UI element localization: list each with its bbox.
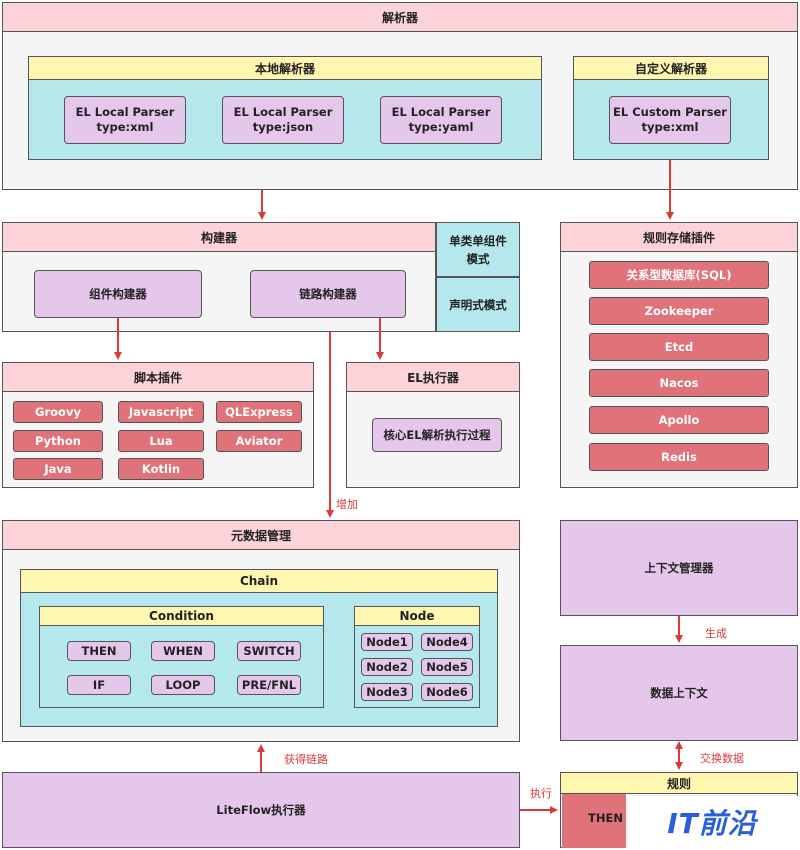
rule-then-text: THEN bbox=[588, 811, 623, 825]
metadata-title: 元数据管理 bbox=[2, 520, 520, 550]
condition-pre-fnl: PRE/FNL bbox=[237, 675, 301, 695]
node-2: Node2 bbox=[361, 658, 413, 676]
label-generate: 生成 bbox=[705, 627, 727, 640]
storage-sql: 关系型数据库(SQL) bbox=[589, 261, 769, 289]
label-add: 增加 bbox=[336, 498, 358, 511]
storage-zookeeper: Zookeeper bbox=[589, 297, 769, 325]
node-title: Node bbox=[354, 606, 480, 626]
el-core-process: 核心EL解析执行过程 bbox=[372, 418, 502, 452]
condition-title: Condition bbox=[39, 606, 324, 626]
data-context: 数据上下文 bbox=[560, 645, 798, 741]
condition-then: THEN bbox=[67, 641, 131, 661]
script-python: Python bbox=[13, 430, 103, 452]
local-parser-xml: EL Local Parser type:xml bbox=[64, 96, 186, 144]
script-qlexpress: QLExpress bbox=[216, 401, 302, 423]
builder-title: 构建器 bbox=[2, 222, 436, 252]
script-lua: Lua bbox=[118, 430, 204, 452]
node-1: Node1 bbox=[361, 633, 413, 651]
rule-title: 规则 bbox=[560, 772, 798, 794]
parser-title: 解析器 bbox=[2, 2, 798, 32]
script-java: Java bbox=[13, 458, 103, 480]
script-aviator: Aviator bbox=[216, 430, 302, 452]
storage-apollo: Apollo bbox=[589, 406, 769, 434]
node-5: Node5 bbox=[421, 658, 473, 676]
storage-etcd: Etcd bbox=[589, 333, 769, 361]
node-6: Node6 bbox=[421, 683, 473, 701]
script-javascript: Javascript bbox=[118, 401, 204, 423]
local-parser-yaml: EL Local Parser type:yaml bbox=[380, 96, 502, 144]
local-parser-title: 本地解析器 bbox=[28, 56, 542, 80]
label-execute: 执行 bbox=[530, 787, 552, 800]
node-3: Node3 bbox=[361, 683, 413, 701]
itqianyan-logo: IT前沿 bbox=[626, 796, 798, 848]
rule-storage-title: 规则存储插件 bbox=[560, 222, 798, 252]
liteflow-executor: LiteFlow执行器 bbox=[2, 772, 520, 848]
chain-builder: 链路构建器 bbox=[250, 270, 406, 318]
condition-if: IF bbox=[67, 675, 131, 695]
script-kotlin: Kotlin bbox=[118, 458, 204, 480]
logo-text: IT前沿 bbox=[667, 807, 757, 840]
mode-declarative: 声明式模式 bbox=[436, 277, 520, 332]
storage-nacos: Nacos bbox=[589, 369, 769, 397]
local-parser-json: EL Local Parser type:json bbox=[222, 96, 344, 144]
condition-switch: SWITCH bbox=[237, 641, 301, 661]
component-builder: 组件构建器 bbox=[34, 270, 202, 318]
custom-parser-xml: EL Custom Parser type:xml bbox=[609, 96, 731, 144]
storage-redis: Redis bbox=[589, 443, 769, 471]
el-executor-title: EL执行器 bbox=[346, 362, 520, 392]
script-groovy: Groovy bbox=[13, 401, 103, 423]
condition-loop: LOOP bbox=[151, 675, 215, 695]
rule-then-block bbox=[562, 794, 626, 848]
condition-when: WHEN bbox=[151, 641, 215, 661]
label-exchange: 交换数据 bbox=[700, 752, 744, 765]
node-4: Node4 bbox=[421, 633, 473, 651]
chain-title: Chain bbox=[20, 569, 498, 593]
custom-parser-title: 自定义解析器 bbox=[573, 56, 769, 80]
mode-single-component: 单类单组件模式 bbox=[436, 222, 520, 277]
script-plugin-title: 脚本插件 bbox=[2, 362, 314, 392]
label-get-chain: 获得链路 bbox=[284, 753, 328, 766]
context-manager: 上下文管理器 bbox=[560, 520, 798, 616]
